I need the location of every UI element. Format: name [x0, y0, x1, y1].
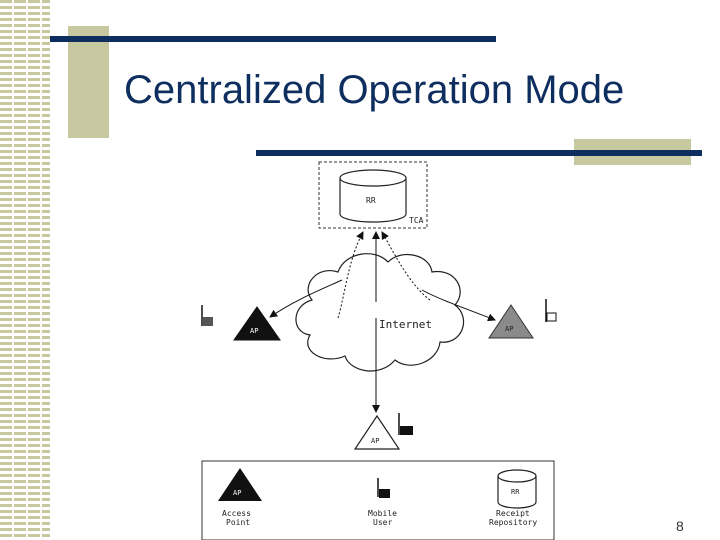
access-point-left — [233, 306, 281, 341]
ap-left-label: AP — [250, 327, 258, 335]
arrow-internet-to-right-ap — [421, 289, 496, 322]
left-stripe-decoration — [0, 0, 50, 540]
title-accent-bar-top — [50, 36, 496, 42]
legend-receipt-repository-line2: Repository — [489, 518, 537, 527]
legend-access-point-line2: Point — [226, 518, 250, 527]
internet-label: Internet — [379, 318, 432, 331]
rr-label: RR — [366, 196, 376, 205]
arrow-right-ap-to-tca — [381, 231, 431, 301]
title-accent-block — [68, 26, 109, 138]
tca-label: TCA — [409, 216, 424, 225]
mobile-user-left — [201, 305, 213, 326]
mobile-user-bottom — [398, 413, 413, 435]
ap-bottom-label: AP — [371, 437, 379, 445]
legend-receipt-repository-line1: Receipt — [496, 509, 530, 518]
legend-access-point-line1: Access — [222, 509, 251, 518]
legend-mobile-user-line2: User — [373, 518, 392, 527]
mobile-user-right — [545, 299, 557, 322]
connection-arrows — [269, 231, 496, 413]
legend-rr-label: RR — [511, 488, 520, 496]
arrow-left-ap-to-tca — [337, 231, 364, 319]
arrow-internet-to-left-ap — [269, 279, 343, 318]
title-accent-bar-bottom — [256, 150, 702, 156]
legend-mobile-user-line1: Mobile — [368, 509, 397, 518]
tca-box — [318, 161, 428, 229]
access-point-bottom — [353, 414, 401, 450]
page-number: 8 — [676, 518, 684, 534]
legend-ap-label: AP — [233, 489, 241, 497]
legend-mobile-user-icon — [377, 478, 390, 498]
internet-cloud — [295, 253, 465, 372]
rr-cylinder — [339, 169, 407, 223]
legend-access-point-icon — [218, 468, 262, 501]
legend-receipt-repository-icon — [497, 469, 537, 509]
access-point-right — [488, 304, 534, 339]
ap-right-label: AP — [505, 325, 513, 333]
slide-title: Centralized Operation Mode — [124, 68, 625, 112]
